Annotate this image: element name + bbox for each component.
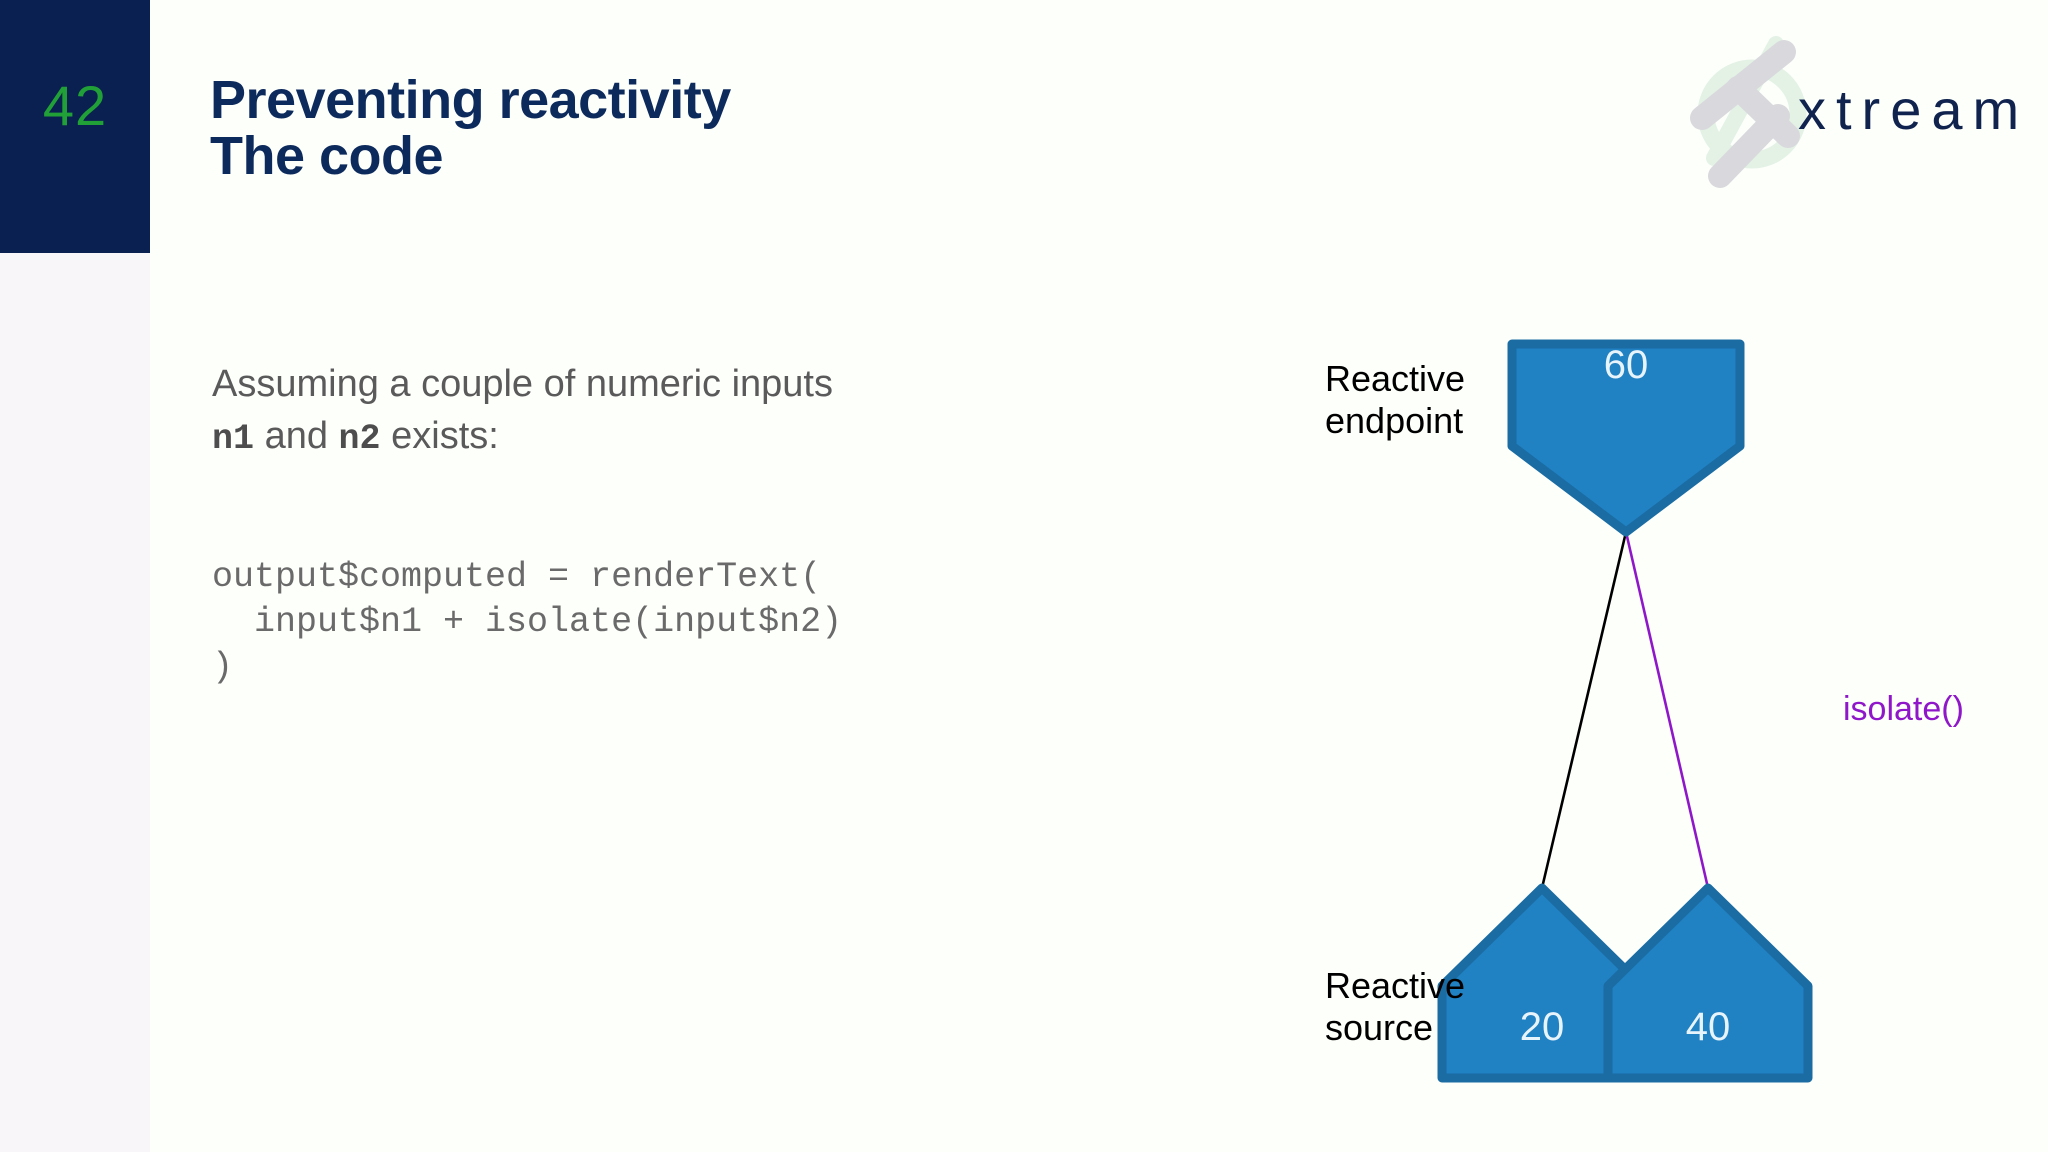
- page-title-line-2: The code: [210, 126, 444, 187]
- brand-logo: xtream: [1680, 30, 2020, 195]
- diagram-label-reactive-source: Reactive source: [1325, 965, 1466, 1049]
- body-text-part-2: exists:: [391, 415, 499, 458]
- body-paragraph: Assuming a couple of numeric inputs n1 a…: [212, 358, 1112, 464]
- edge-endpoint-to-source-left: [1540, 531, 1628, 889]
- left-rail: [0, 0, 150, 1152]
- diagram-edge-label-isolate: isolate(): [1843, 690, 1964, 728]
- diagram-label-reactive-endpoint: Reactive endpoint: [1325, 358, 1466, 442]
- xtream-x-mark-icon: [1680, 30, 1850, 195]
- page-number: 42: [42, 74, 108, 137]
- body-text-part-1: Assuming a couple of numeric inputs: [212, 363, 833, 405]
- inline-code-n2: n2: [338, 419, 381, 460]
- page-title-line-1: Preventing reactivity: [210, 70, 731, 130]
- code-snippet: output$computed = renderText( input$n1 +…: [212, 557, 843, 687]
- reactivity-graph-diagram: 60 20 40: [1280, 300, 2048, 1100]
- inline-code-n1: n1: [212, 419, 255, 460]
- page-title: Preventing reactivity The code: [210, 72, 1410, 184]
- page-number-block: [0, 0, 150, 253]
- logo-wordmark: xtream: [1798, 78, 2030, 141]
- node-endpoint-shape: [1507, 339, 1745, 537]
- node-source-right-value: 40: [1686, 1005, 1731, 1049]
- node-source-right-shape: [1603, 883, 1813, 1083]
- node-source-left-value: 20: [1520, 1005, 1565, 1049]
- node-endpoint-value: 60: [1604, 343, 1649, 387]
- edge-endpoint-to-source-right: [1624, 531, 1710, 889]
- body-text-and: and: [264, 415, 328, 458]
